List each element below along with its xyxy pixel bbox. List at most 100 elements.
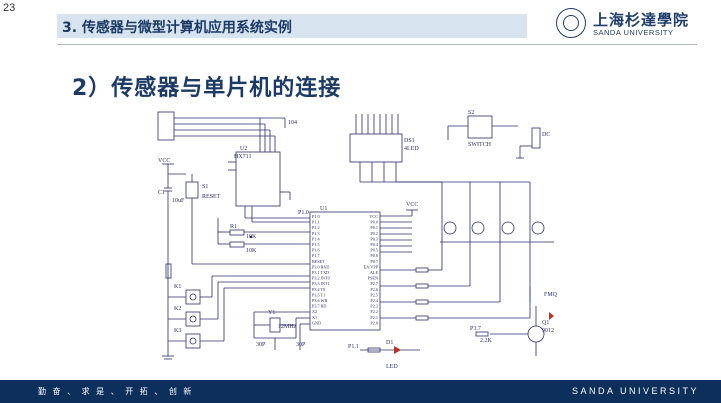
mcu-left-pin-label: P1.5 bbox=[312, 242, 320, 247]
label-c3-value: 30P bbox=[296, 342, 306, 348]
mcu-right-pin-label: P2.7 bbox=[370, 281, 378, 286]
logo-chinese-name: 上海杉達學院 bbox=[593, 11, 690, 29]
mcu-left-pin-label: P3.3 INT1 bbox=[312, 281, 330, 286]
mcu-left-pin-label: P3.4 T0 bbox=[312, 287, 325, 292]
label-q1: Q1 bbox=[542, 320, 549, 326]
mcu-right-pin-label: VCC bbox=[369, 214, 378, 219]
mcu-left-pin-label: P1.0 bbox=[312, 214, 320, 219]
logo-english-name: SANDA UNIVERSITY bbox=[593, 28, 674, 37]
slide-number: 23 bbox=[3, 2, 16, 14]
label-c1-value: 10uF bbox=[172, 198, 185, 204]
hx711-chip bbox=[235, 151, 281, 207]
label-led: LED bbox=[386, 364, 398, 370]
key-k1 bbox=[185, 289, 201, 305]
mcu-right-pin-label: P0.3 bbox=[370, 236, 378, 241]
mcu-right-pin-label: ALE bbox=[370, 270, 379, 275]
label-q1-model: 9012 bbox=[542, 328, 554, 334]
mcu-right-pin-label: P2.1 bbox=[370, 315, 378, 320]
dc-jack bbox=[531, 127, 541, 149]
mcu-left-pin-label: P3.6 WR bbox=[312, 298, 327, 303]
label-c1: C1 bbox=[158, 190, 165, 196]
slide-subtitle: 2）传感器与单片机的连接 bbox=[72, 76, 342, 101]
mcu-left-pin-label: P1.7 bbox=[312, 253, 320, 258]
label-c2-value: 30P bbox=[256, 342, 266, 348]
label-vcc-top: VCC bbox=[158, 158, 170, 164]
mcu-right-pin-label: P2.2 bbox=[370, 309, 378, 314]
header-divider bbox=[57, 44, 697, 45]
mcu-right-pin-label: PSEN bbox=[368, 276, 378, 281]
mcu-right-pin-labels: VCCP0.0P0.1P0.2P0.3P0.4P0.5P0.6P0.7EA/VP… bbox=[364, 214, 379, 325]
seven-segment-display bbox=[349, 133, 403, 163]
label-4led: 4LED bbox=[404, 146, 419, 152]
key-k3 bbox=[185, 333, 201, 349]
mcu-left-pin-label: RESET bbox=[312, 259, 325, 264]
mcu-right-pin-label: P2.3 bbox=[370, 304, 378, 309]
label-ds1: DS1 bbox=[404, 138, 415, 144]
mcu-left-pin-labels: P1.0P1.1P1.2P1.3P1.4P1.5P1.6P1.7RESETP3.… bbox=[312, 214, 330, 325]
label-beep: FMQ bbox=[544, 292, 558, 298]
label-y1: Y1 bbox=[268, 310, 275, 316]
mcu-left-pin-label: P3.5 T1 bbox=[312, 292, 325, 297]
mcu-left-pin-label: P1.4 bbox=[312, 236, 320, 241]
university-seal-icon bbox=[556, 8, 586, 38]
slide-footer: 勤 奋 、 求 是 、 开 拓 、 创 新 SANDA UNIVERSITY bbox=[0, 380, 721, 403]
footer-brand: SANDA UNIVERSITY bbox=[571, 386, 699, 396]
mcu-left-pin-label: X1 bbox=[312, 315, 317, 320]
mcu-right-pin-label: EA/VPP bbox=[364, 264, 379, 269]
label-d1: D1 bbox=[386, 340, 393, 346]
resistor-r2 bbox=[229, 241, 245, 248]
mcu-left-pin-label: X2 bbox=[312, 309, 317, 314]
header-bar bbox=[57, 14, 527, 38]
label-dc: DC bbox=[542, 132, 550, 138]
slide-header: 3. 传感器与微型计算机应用系统实例 上海杉達學院 SANDA UNIVERSI… bbox=[0, 0, 721, 48]
university-logo: 上海杉達學院 SANDA UNIVERSITY bbox=[556, 8, 696, 40]
label-s2: S2 bbox=[468, 110, 474, 116]
mcu-right-pin-label: P2.0 bbox=[370, 320, 378, 325]
label-switch: SWITCH bbox=[468, 142, 492, 148]
label-r1: R1 bbox=[230, 224, 237, 230]
mcu-right-pin-label: P2.5 bbox=[370, 292, 378, 297]
label-k1: K1 bbox=[174, 284, 181, 290]
mcu-left-pin-label: P1.3 bbox=[312, 231, 320, 236]
label-r-2k: 2.2K bbox=[480, 338, 493, 344]
label-c4-value: 104 bbox=[288, 120, 297, 126]
resistor-r1 bbox=[229, 229, 245, 236]
label-p3-7: P3.7 bbox=[470, 326, 481, 332]
mcu-right-pin-label: P0.4 bbox=[370, 242, 378, 247]
label-k2: K2 bbox=[174, 306, 181, 312]
label-k3: K3 bbox=[174, 328, 181, 334]
mcu-right-pin-label: P2.4 bbox=[370, 298, 378, 303]
mcu-right-pin-label: P0.7 bbox=[370, 259, 378, 264]
label-y1-value: 12MHz bbox=[278, 324, 297, 330]
mcu-left-pin-label: P1.2 bbox=[312, 225, 320, 230]
mcu-left-pin-label: P1.1 bbox=[312, 220, 320, 225]
mcu-left-pin-label: P3.2 INT0 bbox=[312, 276, 330, 281]
label-u2: U2 bbox=[240, 146, 247, 152]
mcu-left-pin-label: P1.6 bbox=[312, 248, 320, 253]
label-hx711: HX711 bbox=[234, 154, 251, 160]
mcu-right-pin-label: P0.6 bbox=[370, 253, 378, 258]
resistor-pullup bbox=[165, 263, 172, 279]
key-k2 bbox=[185, 311, 201, 327]
mcu-right-pin-label: P2.6 bbox=[370, 287, 378, 292]
label-u1: U1 bbox=[320, 206, 327, 212]
label-r2-value: 10K bbox=[246, 248, 257, 254]
section-title: 3. 传感器与微型计算机应用系统实例 bbox=[62, 20, 292, 36]
footer-motto: 勤 奋 、 求 是 、 开 拓 、 创 新 bbox=[38, 387, 194, 396]
label-p1-0: P1.0 bbox=[298, 210, 309, 216]
mcu-left-pin-label: P3.0 RXD bbox=[312, 264, 329, 269]
circuit-schematic: U2 HX711 U1 R1 10K 10K C1 10uF S1 RESET … bbox=[157, 110, 558, 370]
label-vcc-mcu: VCC bbox=[406, 202, 418, 208]
power-switch bbox=[467, 115, 493, 139]
reset-button bbox=[185, 181, 199, 199]
mcu-right-pin-label: P0.2 bbox=[370, 231, 378, 236]
mcu-left-pin-label: GND bbox=[312, 320, 321, 325]
label-r1-value: 10K bbox=[246, 234, 257, 240]
label-s1: S1 bbox=[202, 184, 208, 190]
mcu-right-pin-label: P0.1 bbox=[370, 225, 378, 230]
mcu-chip bbox=[309, 211, 381, 331]
label-p1-1: P1.1 bbox=[348, 344, 359, 350]
label-reset: RESET bbox=[202, 194, 221, 200]
mcu-left-pin-label: P3.1 TXD bbox=[312, 270, 329, 275]
mcu-right-pin-label: P0.5 bbox=[370, 248, 378, 253]
